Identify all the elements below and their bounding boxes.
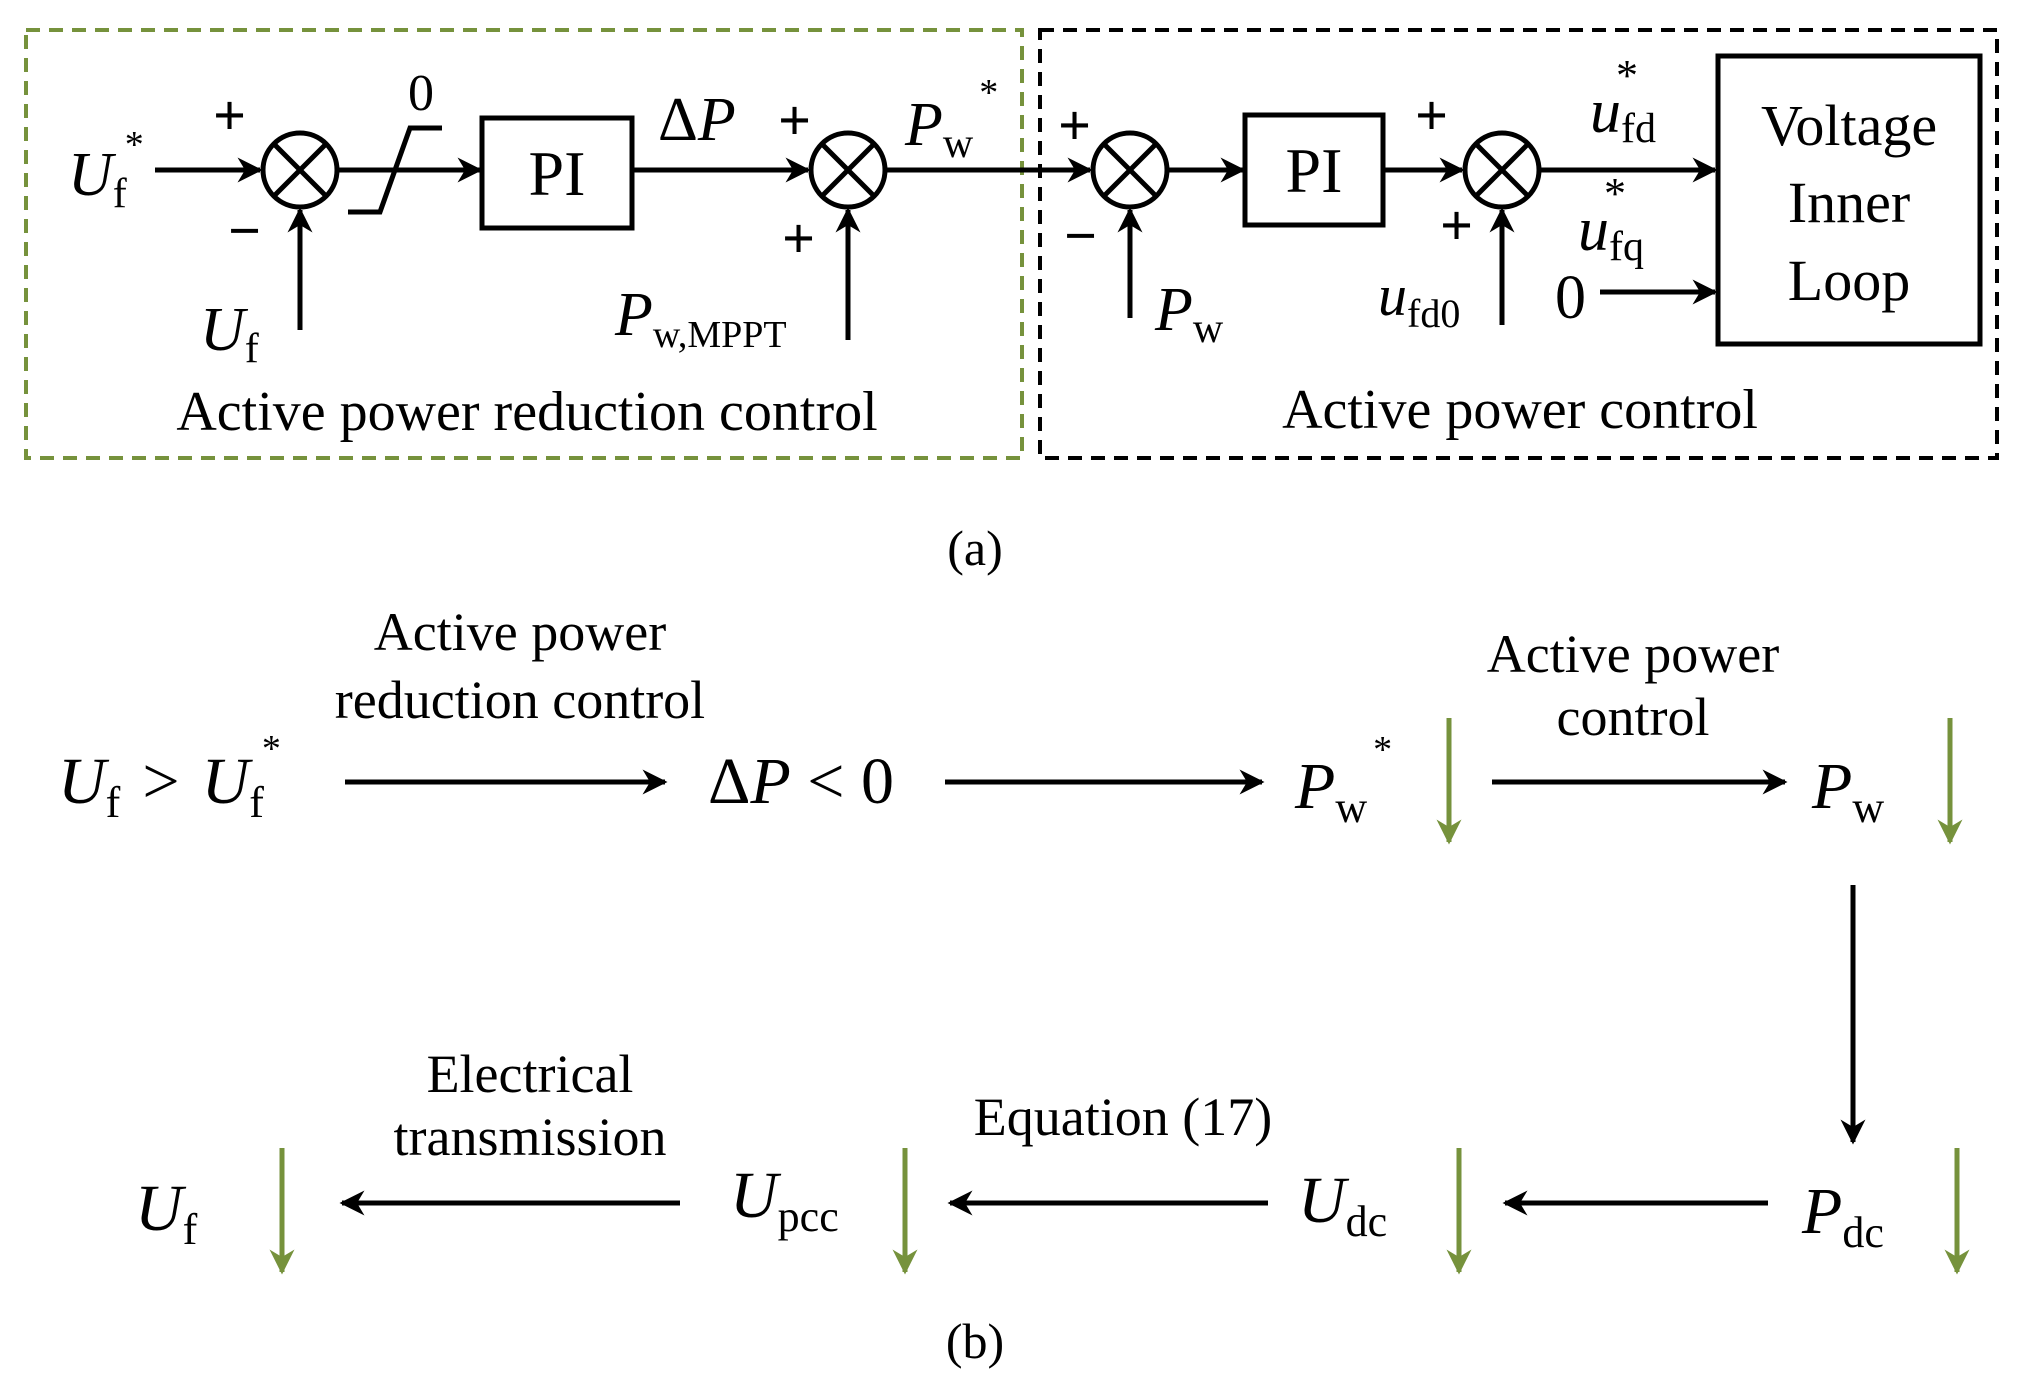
uf-decrease-label: Uf <box>135 1172 198 1254</box>
pdc-decrease-label: Pdc <box>1801 1175 1884 1257</box>
arrow3-label-line1: Active power <box>1487 624 1779 684</box>
limiter-label: 0 <box>408 65 434 122</box>
delta-p-negative-label: ΔP < 0 <box>708 745 894 818</box>
upcc-decrease-label: Upcc <box>730 1159 839 1241</box>
summing-junction-2 <box>808 130 888 210</box>
inner-loop-line2: Inner <box>1788 170 1910 235</box>
pi-block-2 <box>1242 112 1386 228</box>
udc-decrease-label: Udc <box>1298 1164 1387 1246</box>
arrow1-label-line1: Active power <box>374 602 666 662</box>
panel-a: Uf* + − Uf 0 PI ΔP + + <box>24 28 1999 576</box>
caption-b: (b) <box>946 1313 1004 1369</box>
sum3-minus-sign: − <box>1064 203 1097 268</box>
arrow7-label-line1: Electrical <box>427 1044 634 1104</box>
uf-ref-label: Uf* <box>68 124 144 217</box>
reduction-control-title: Active power reduction control <box>176 381 877 443</box>
arrow6-label: Equation (17) <box>974 1087 1272 1147</box>
power-control-box <box>1038 28 1999 460</box>
summing-junction-3 <box>1090 130 1170 210</box>
arrow7-label-line2: transmission <box>393 1107 666 1167</box>
sum4-plus-top-sign: + <box>1415 83 1448 148</box>
caption-a: (a) <box>947 520 1003 576</box>
sum1-minus-sign: − <box>228 198 261 263</box>
delta-p-label: ΔP <box>658 86 736 154</box>
sum2-plus-top-sign: + <box>778 88 811 153</box>
pw-ref-decrease-label: Pw* <box>1294 729 1392 832</box>
panel-b: Uf>Uf* Active power reduction control ΔP… <box>58 602 1970 1369</box>
ufd-ref-label: ufd* <box>1590 51 1656 152</box>
sum4-plus-bottom-sign: + <box>1440 193 1473 258</box>
arrow3-label-line2: control <box>1557 687 1710 747</box>
pi-block-2-label: PI <box>1286 135 1343 206</box>
summing-junction-1 <box>260 130 340 210</box>
sum1-plus-sign: + <box>213 83 246 148</box>
ufq-zero-label: 0 <box>1555 264 1586 332</box>
reduction-control-box <box>24 28 1024 460</box>
arrow1-label-line2: reduction control <box>335 670 705 730</box>
inner-loop-line1: Voltage <box>1761 93 1937 158</box>
pw-decrease-label: Pw <box>1811 750 1884 832</box>
pw-feedback-label: Pw <box>1154 276 1224 352</box>
voltage-inner-loop-block <box>1715 53 1983 347</box>
summing-junction-4 <box>1462 130 1542 210</box>
sum3-plus-sign: + <box>1058 93 1091 158</box>
sum2-plus-bottom-sign: + <box>782 206 815 271</box>
ufq-ref-label: ufq* <box>1578 169 1644 270</box>
pw-ref-label: Pw* <box>904 72 998 167</box>
power-control-title: Active power control <box>1282 379 1758 441</box>
inner-loop-line3: Loop <box>1788 248 1910 313</box>
condition-label: Uf>Uf* <box>58 728 281 827</box>
pi-block-1 <box>479 115 635 231</box>
ufd0-label: ufd0 <box>1378 263 1460 336</box>
uf-feedback-label: Uf <box>200 296 259 372</box>
pmppt-label: Pw,MPPT <box>614 281 787 356</box>
pi-block-1-label: PI <box>529 138 586 209</box>
